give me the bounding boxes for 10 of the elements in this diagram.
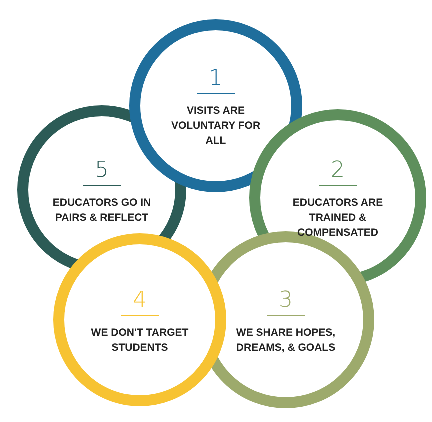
step-text: EDUCATORS GO IN PAIRS & REFLECT xyxy=(52,196,152,226)
step-text: VISITS ARE VOLUNTARY FOR ALL xyxy=(170,104,262,149)
step-number: 5 xyxy=(83,158,121,186)
step-number: 1 xyxy=(197,67,235,94)
step-text: WE SHARE HOPES, DREAMS, & GOALS xyxy=(235,326,337,356)
step-number: 2 xyxy=(319,159,357,186)
step-text: EDUCATORS ARE TRAINED & COMPENSATED xyxy=(292,196,384,241)
step-number: 3 xyxy=(267,288,305,316)
step-number: 4 xyxy=(121,288,159,316)
step-text: WE DON'T TARGET STUDENTS xyxy=(90,326,190,356)
